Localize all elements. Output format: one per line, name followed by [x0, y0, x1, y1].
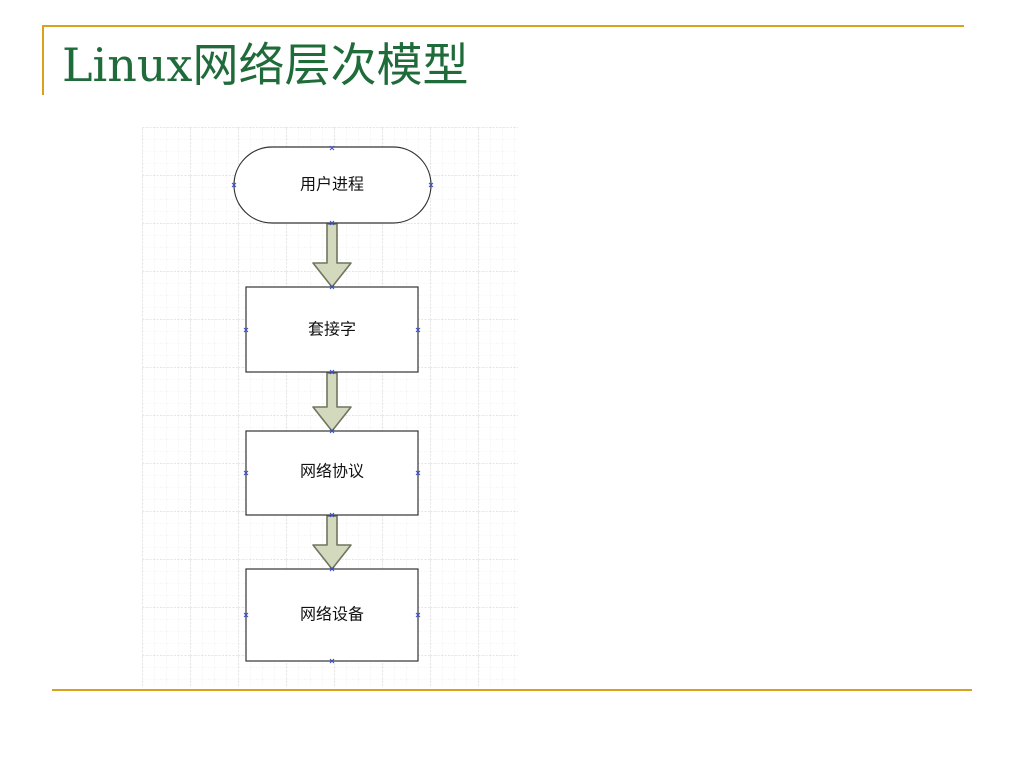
top-divider [42, 25, 964, 27]
node-socket: 套接字 [245, 286, 419, 373]
title-accent-bar [42, 25, 44, 95]
connection-points [231, 145, 434, 664]
arrow-protocol-to-device [312, 515, 352, 570]
node-socket-label: 套接字 [308, 320, 356, 339]
arrow-socket-to-protocol [312, 372, 352, 432]
node-user-process-label: 用户进程 [300, 175, 364, 194]
node-user-process: 用户进程 [233, 146, 432, 224]
node-network-protocol-label: 网络协议 [300, 462, 364, 481]
arrow-user-to-socket [312, 223, 352, 288]
node-network-device: 网络设备 [245, 568, 419, 662]
node-network-device-label: 网络设备 [300, 605, 364, 624]
bottom-divider [52, 689, 972, 691]
slide-title: Linux网络层次模型 [62, 38, 469, 92]
node-network-protocol: 网络协议 [245, 430, 419, 516]
network-layer-diagram: 用户进程 套接字 网络协议 网络设备 [142, 127, 518, 687]
